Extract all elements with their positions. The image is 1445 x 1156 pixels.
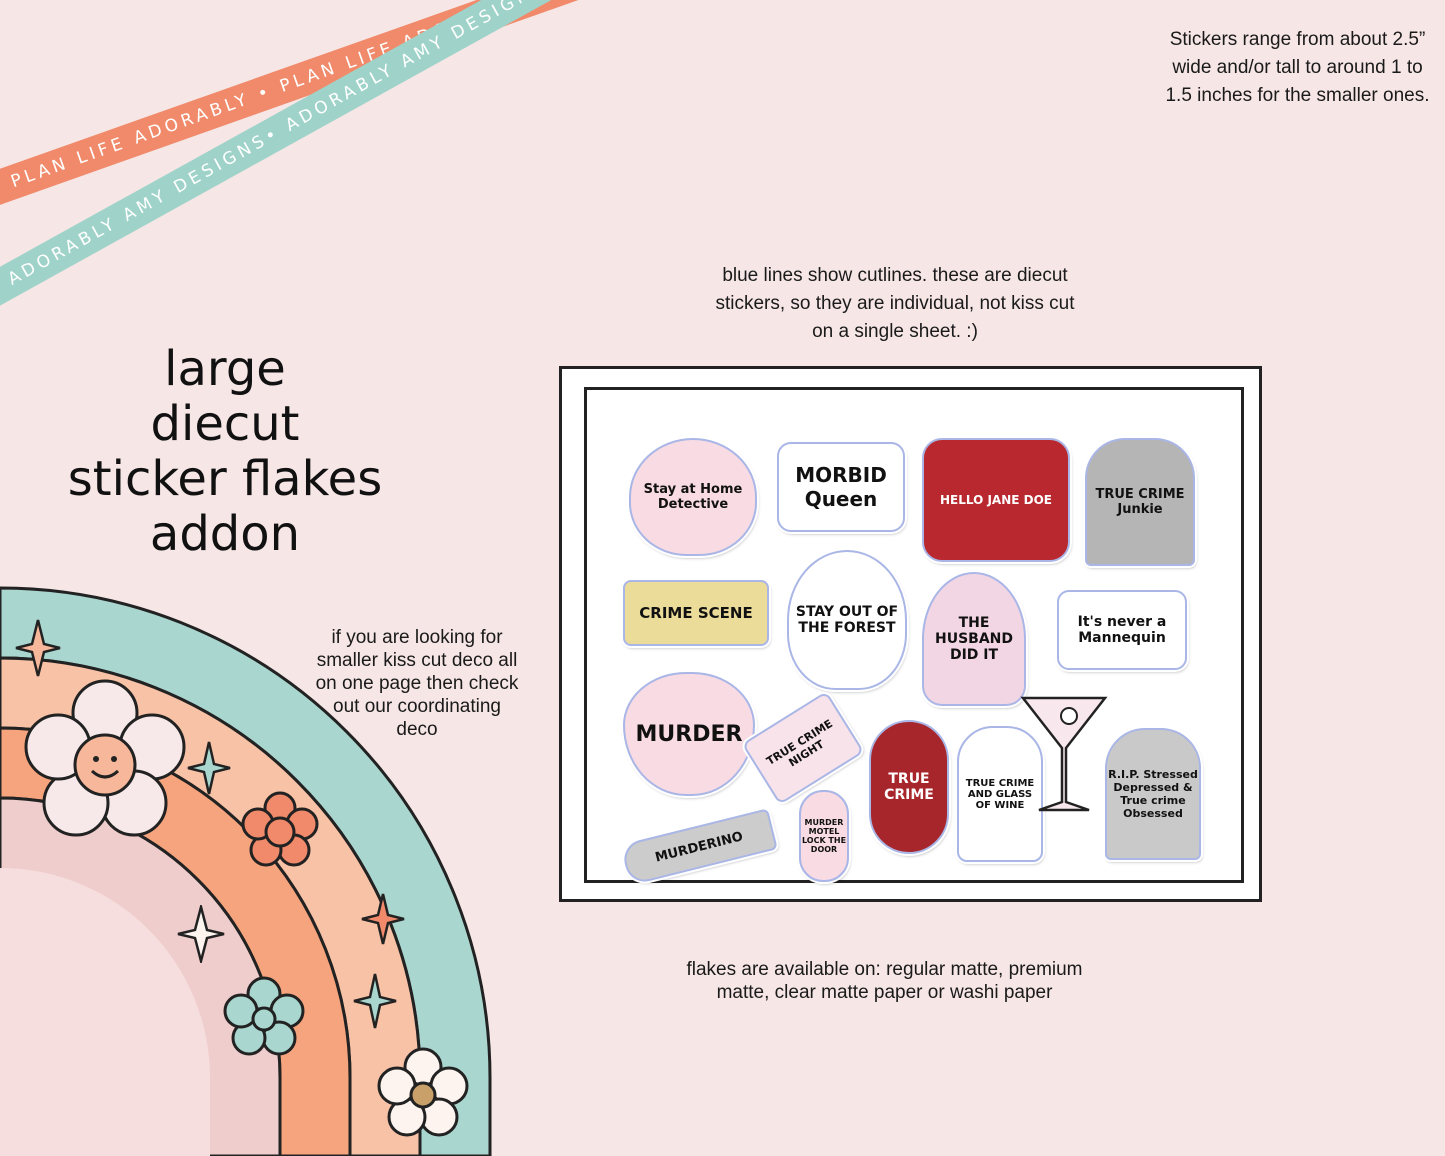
- cutline-note: blue lines show cutlines. these are diec…: [715, 265, 1075, 342]
- sticker-crime-scene: CRIME SCENE: [623, 580, 769, 646]
- sticker-true-crime-night: TRUE CRIME NIGHT: [741, 690, 865, 806]
- sticker-murder-motel-keychain: MURDER MOTEL LOCK THE DOOR: [799, 790, 849, 882]
- sticker-label: TRUE CRIME AND GLASS OF WINE: [965, 777, 1035, 811]
- sticker-label: TRUE CRIME: [884, 771, 934, 803]
- sticker-true-crime-junkie: TRUE CRIME Junkie: [1085, 438, 1195, 566]
- size-note: Stickers range from about 2.5” wide and/…: [1165, 29, 1430, 106]
- flakes-note: flakes are available on: regular matte, …: [686, 959, 1083, 1003]
- sticker-jane-doe: HELLO JANE DOE: [922, 438, 1070, 562]
- sticker-its-never-a-mannequin: It's never a Mannequin: [1057, 590, 1187, 670]
- sparkle-icon: [187, 741, 231, 795]
- martini-icon: [1020, 696, 1108, 812]
- sticker-sheet: Stay at Home Detective MORBID Queen HELL…: [584, 387, 1244, 886]
- sticker-the-husband-did-it: THE HUSBAND DID IT: [922, 572, 1026, 706]
- flower-icon: [241, 791, 319, 867]
- kisscut-note: if you are looking for smaller kiss cut …: [315, 627, 519, 740]
- title-line: large: [164, 341, 286, 397]
- sticker-true-crime-heart: TRUE CRIME: [869, 720, 949, 854]
- sticker-label: MORBID Queen: [795, 463, 887, 511]
- sticker-murderino-knife: MURDERINO: [620, 808, 778, 886]
- sticker-label: MURDERINO: [653, 828, 745, 866]
- flower-icon: [377, 1047, 469, 1137]
- ribbon-plan-life-adorably: PLAN LIFE ADORABLY • PLAN LIFE ADORABLY …: [0, 0, 791, 223]
- sticker-label: TRUE CRIME NIGHT: [764, 717, 835, 770]
- sticker-label: It's never a Mannequin: [1077, 614, 1167, 646]
- sticker-label: R.I.P. Stressed Depressed & True crime O…: [1108, 768, 1198, 820]
- sticker-label: THE HUSBAND DID IT: [934, 615, 1013, 663]
- sticker-label: MURDER: [635, 721, 743, 747]
- sticker-label: CRIME SCENE: [639, 604, 753, 622]
- sparkle-icon: [15, 619, 61, 677]
- sparkle-icon: [177, 905, 225, 963]
- title-line: sticker flakes: [67, 451, 383, 507]
- sticker-rip-true-crime-obsessed: R.I.P. Stressed Depressed & True crime O…: [1105, 728, 1201, 860]
- sparkle-icon: [353, 973, 397, 1029]
- sticker-label: HELLO JANE DOE: [939, 493, 1052, 507]
- sticker-morbid-queen: MORBID Queen: [777, 442, 905, 532]
- sticker-stay-at-home-detective: Stay at Home Detective: [629, 438, 757, 556]
- flower-icon: [24, 679, 186, 837]
- sticker-label: Stay at Home Detective: [643, 482, 743, 512]
- sticker-label: STAY OUT OF THE FOREST: [795, 604, 899, 636]
- sticker-true-crime-and-glass-of-wine: TRUE CRIME AND GLASS OF WINE: [957, 726, 1043, 862]
- sticker-stay-out-of-the-forest: STAY OUT OF THE FOREST: [787, 550, 907, 690]
- title-line: diecut: [150, 396, 300, 452]
- sparkle-icon: [361, 893, 405, 945]
- sticker-murder-heart: MURDER: [623, 672, 755, 796]
- title-line: addon: [149, 506, 301, 562]
- sticker-sheet-frame: Stay at Home Detective MORBID Queen HELL…: [559, 366, 1262, 902]
- page-title: large diecut sticker flakes addon: [30, 342, 420, 562]
- sticker-label: TRUE CRIME Junkie: [1095, 487, 1185, 517]
- sticker-label: MURDER MOTEL LOCK THE DOOR: [801, 818, 847, 854]
- flower-icon: [223, 976, 305, 1056]
